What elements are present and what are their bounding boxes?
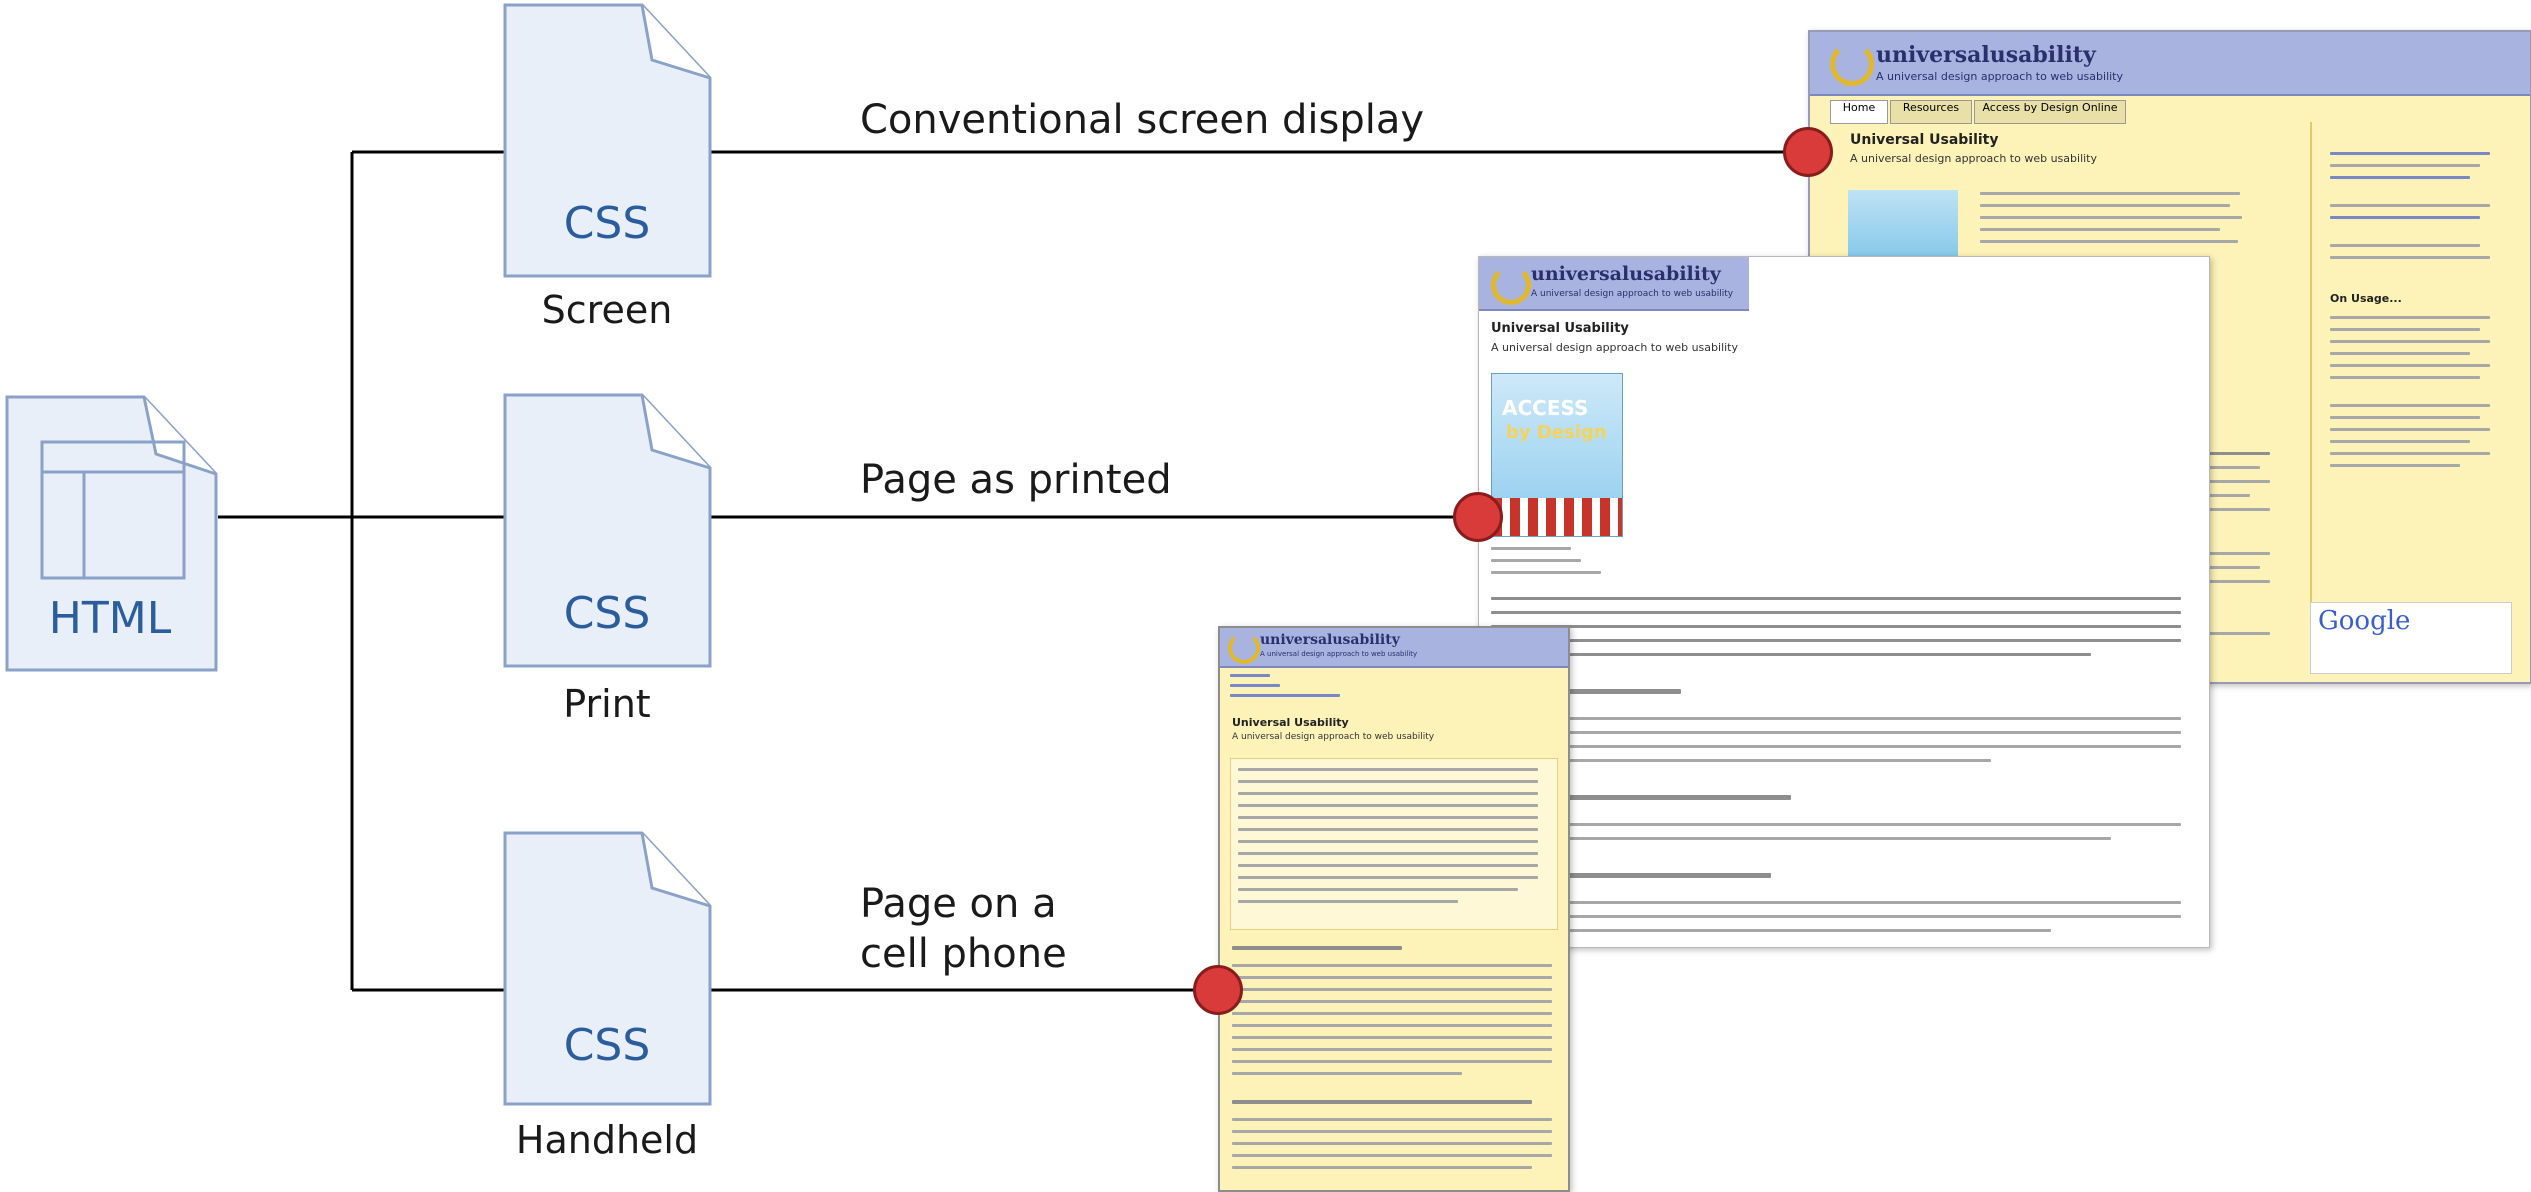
media-label-print: Print xyxy=(563,682,651,726)
marker-screen xyxy=(1783,127,1833,177)
tab-access-by-design: Access by Design Online xyxy=(1974,100,2126,124)
marker-handheld xyxy=(1193,965,1243,1015)
css-file-label-screen: CSS xyxy=(563,198,651,249)
media-label-screen: Screen xyxy=(541,288,673,332)
print-page-thumbnail: universalusability A universal design ap… xyxy=(1478,256,2210,948)
layout-glyph xyxy=(40,440,186,580)
output-label-handheld-line2: cell phone xyxy=(860,931,1067,977)
book-title-line1: ACCESS xyxy=(1502,396,1589,420)
html-file-label: HTML xyxy=(48,593,172,644)
book-title-line2: by Design xyxy=(1506,422,1607,443)
tab-home: Home xyxy=(1830,100,1888,124)
book-cover-print: ACCESS by Design xyxy=(1491,373,1623,537)
marker-print xyxy=(1453,492,1503,542)
output-label-screen: Conventional screen display xyxy=(860,97,1425,143)
tab-resources: Resources xyxy=(1890,100,1972,124)
output-label-print: Page as printed xyxy=(860,457,1172,503)
handheld-page-thumbnail: universalusability A universal design ap… xyxy=(1218,626,1570,1192)
google-box xyxy=(2310,602,2512,674)
css-file-label-handheld: CSS xyxy=(563,1020,651,1071)
css-file-icon-screen xyxy=(503,3,712,278)
media-label-handheld: Handheld xyxy=(515,1118,699,1162)
google-logo: Google xyxy=(2318,606,2411,636)
html-file-icon xyxy=(5,395,218,672)
css-file-label-print: CSS xyxy=(563,588,651,639)
css-file-icon-handheld xyxy=(503,831,712,1106)
screen-sidebar xyxy=(2310,122,2512,662)
output-label-handheld-line1: Page on a xyxy=(860,881,1057,927)
css-file-icon-print xyxy=(503,393,712,668)
